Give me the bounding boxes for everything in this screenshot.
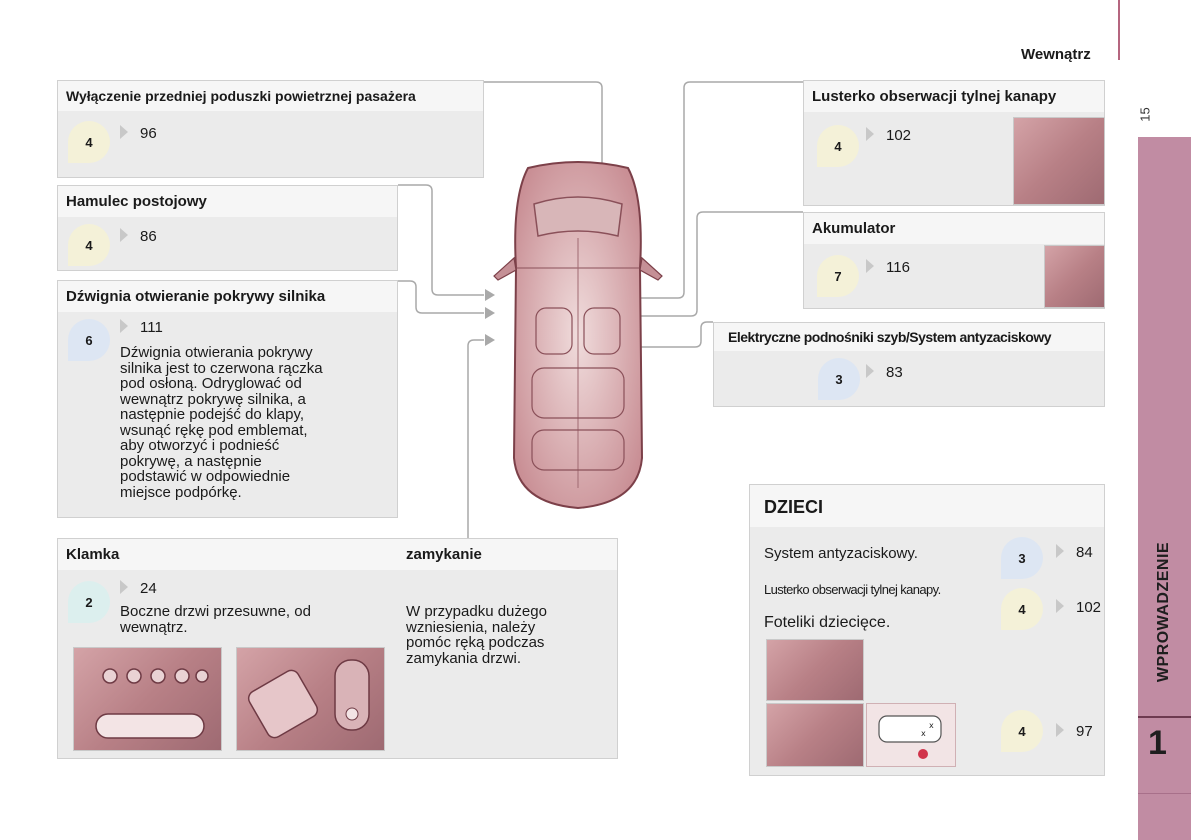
page-reference[interactable]: 96 (120, 125, 157, 142)
text-line: wewnątrz. (120, 618, 188, 636)
header-divider (1118, 0, 1120, 60)
text-line: Dźwignia otwierania pokrywy (120, 344, 313, 361)
door-handle-description: Boczne drzwi przesuwne, od wewnątrz. (120, 604, 311, 635)
text-line: zamykania drzwi. (406, 649, 522, 667)
rear-view-mirror-info-box: Lusterko obserwacji tylnej kanapy 4 102 (803, 80, 1105, 206)
text-line: silnika jest to czerwona rączka (120, 359, 323, 377)
overhead-console-photo (73, 647, 222, 751)
bonnet-lever-description: Dźwignia otwierania pokrywy silnika jest… (120, 345, 323, 500)
chapter-badge: 7 (817, 255, 859, 297)
closing-description: W przypadku dużego wzniesienia, należy p… (406, 604, 547, 666)
chapter-badge: 4 (1001, 710, 1043, 752)
bonnet-lever-title: Dźwignia otwieranie pokrywy silnika (58, 281, 397, 312)
page-header-title: Wewnątrz (1021, 46, 1091, 63)
chapter-badge: 4 (68, 224, 110, 266)
page-reference[interactable]: 83 (866, 364, 903, 381)
chapter-number: 1 (1148, 724, 1167, 762)
chapter-sidebar-label: WPROWADZENIE (1155, 541, 1172, 683)
battery-title: Akumulator (804, 213, 1104, 244)
page-reference[interactable]: 102 (1056, 599, 1101, 616)
page-reference[interactable]: 116 (866, 259, 910, 276)
handbrake-title: Hamulec postojowy (58, 186, 397, 217)
page-reference[interactable]: 86 (120, 228, 157, 245)
chapter-badge: 3 (818, 358, 860, 400)
children-info-box: DZIECI System antyzaciskowy. 3 84 Luster… (749, 484, 1105, 776)
handbrake-info-box: Hamulec postojowy 4 86 (57, 185, 398, 271)
electric-windows-info-box: Elektryczne podnośniki szyb/System antyz… (713, 322, 1105, 407)
chapter-badge: 4 (817, 125, 859, 167)
text-line: miejsce podpórkę. (120, 483, 242, 501)
children-title: DZIECI (750, 485, 1104, 527)
text-line: Boczne drzwi przesuwne, od (120, 603, 311, 620)
door-handle-title: Klamka (58, 539, 398, 570)
chapter-badge: 6 (68, 319, 110, 361)
chapter-badge: 4 (68, 121, 110, 163)
battery-photo (1044, 245, 1105, 308)
chapter-badge: 3 (1001, 537, 1043, 579)
text-line: pokrywę, a następnie (120, 452, 262, 470)
text-line: pod osłoną. Odryglować od (120, 375, 302, 392)
svg-text:x: x (921, 729, 926, 738)
page-reference[interactable]: 102 (866, 127, 911, 144)
chapter-badge: 4 (1001, 588, 1043, 630)
text-line: wzniesienia, należy (406, 618, 536, 636)
car-top-view-illustration (493, 161, 663, 510)
page-reference[interactable]: 97 (1056, 723, 1093, 740)
text-line: wewnątrz pokrywę silnika, a (120, 390, 306, 408)
child-seat-diagram: x x (866, 703, 956, 767)
chapter-sidebar-tab[interactable] (1138, 137, 1191, 840)
door-handle-photo (236, 647, 385, 751)
battery-info-box: Akumulator 7 116 (803, 212, 1105, 309)
page-number: 15 (1137, 107, 1153, 122)
mirror-photo (1013, 117, 1105, 205)
child-seats-text: Foteliki dziecięce. (764, 614, 891, 631)
airbag-info-box: Wyłączenie przedniej poduszki powietrzne… (57, 80, 484, 178)
text-line: aby otworzyć i podnieść (120, 437, 280, 454)
sidebar-bottom-line (1138, 793, 1191, 794)
page-reference[interactable]: 111 (120, 319, 163, 336)
airbag-title: Wyłączenie przedniej poduszki powietrzne… (58, 81, 483, 111)
sidebar-divider (1138, 716, 1191, 718)
child-lock-text: System antyzaciskowy. (764, 545, 918, 562)
text-line: następnie podejść do klapy, (120, 406, 305, 423)
text-line: W przypadku dużego (406, 603, 547, 620)
page-reference[interactable]: 24 (120, 580, 157, 597)
text-line: pomóc ręką podczas (406, 634, 545, 651)
chapter-badge: 2 (68, 581, 110, 623)
child-seat-photo-2 (766, 703, 864, 767)
closing-title: zamykanie (398, 539, 617, 570)
electric-windows-title: Elektryczne podnośniki szyb/System antyz… (714, 323, 1104, 351)
door-handle-info-box: Klamka zamykanie 2 24 Boczne drzwi przes… (57, 538, 618, 759)
rear-view-mirror-title: Lusterko obserwacji tylnej kanapy (804, 81, 1104, 112)
page-reference[interactable]: 84 (1056, 544, 1093, 561)
text-line: podstawić w odpowiednie (120, 468, 291, 485)
text-line: wsunąć rękę pod emblemat, (120, 421, 308, 439)
mirror-text: Lusterko obserwacji tylnej kanapy. (764, 582, 941, 597)
bonnet-lever-info-box: Dźwignia otwieranie pokrywy silnika 6 11… (57, 280, 398, 518)
child-seat-photo-1 (766, 639, 864, 701)
svg-text:x: x (929, 721, 934, 730)
